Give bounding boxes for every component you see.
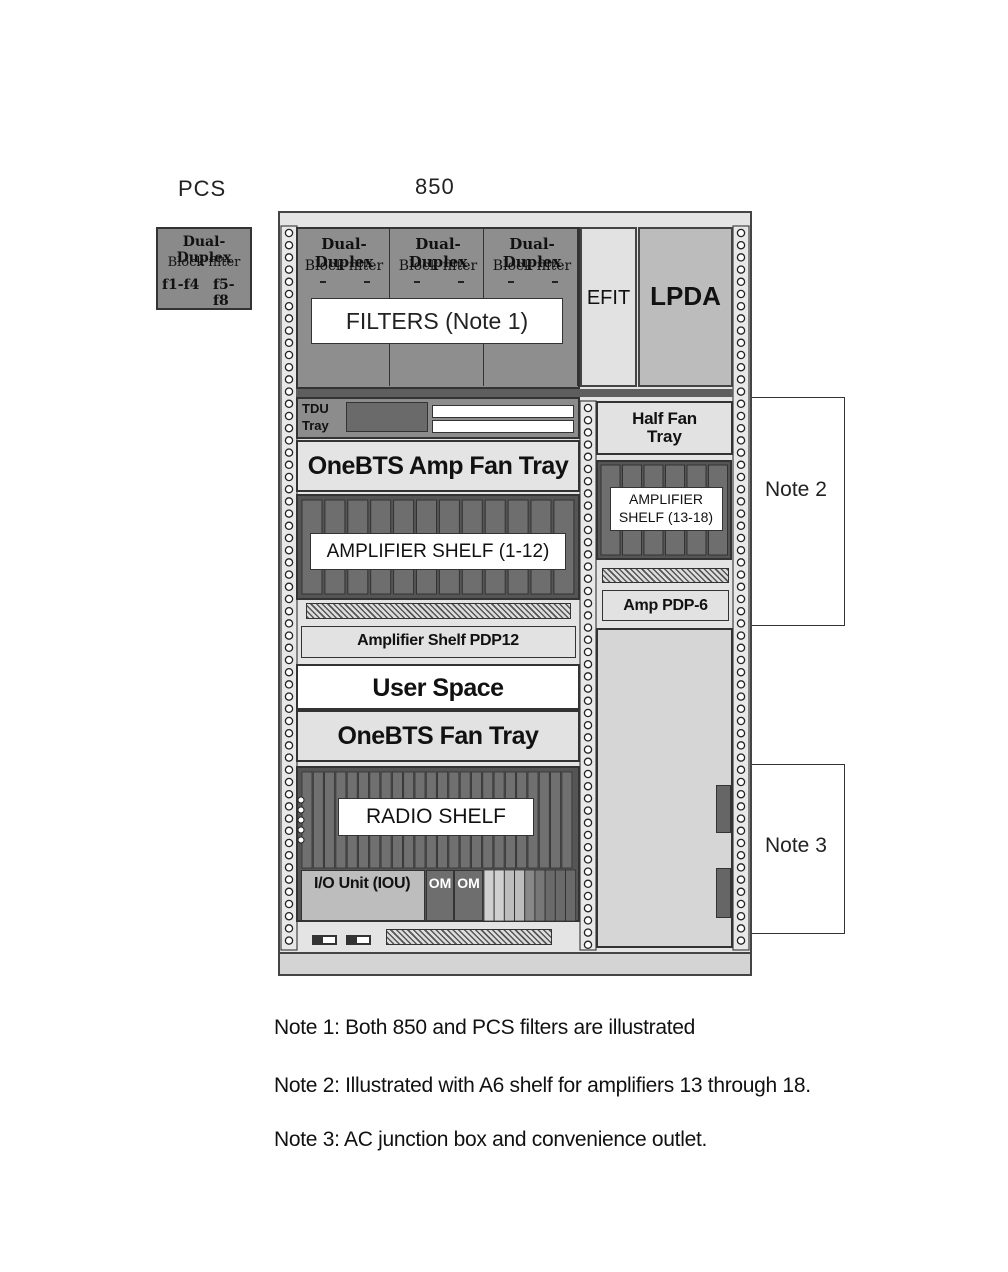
- amplifier-shelf-13-18-label: AMPLIFIER SHELF (13-18): [610, 487, 723, 531]
- dual-duplex-filter-subtitle: Block filter: [398, 258, 478, 274]
- amplifier-shelf-13-18-label-1: AMPLIFIER: [629, 491, 703, 507]
- pcs-header: PCS: [178, 176, 227, 201]
- amplifier-shelf-1-12-label: AMPLIFIER SHELF (1-12): [310, 533, 566, 570]
- convenience-outlet-1: [716, 785, 731, 833]
- efit-unit: EFIT: [580, 227, 637, 387]
- dual-duplex-filter-title: Dual-Duplex: [314, 235, 374, 271]
- pcs-filter-subtitle: Block filter: [167, 255, 241, 270]
- user-space: User Space: [296, 664, 580, 710]
- tdu-slot-1: [432, 405, 574, 418]
- dual-duplex-filter-subtitle: Block filter: [304, 258, 384, 274]
- amplifier-shelf-pdp12-label: Amplifier Shelf PDP12: [357, 632, 519, 649]
- filter-port-marks: [414, 281, 464, 283]
- filters-divider: [296, 389, 733, 397]
- power-switch-2: [346, 935, 371, 945]
- pcs-filter-range-2: f5-f8: [213, 277, 235, 309]
- pcs-block-filter: Dual-Duplex Block filter f1-f4 f5-f8: [156, 227, 252, 310]
- half-fan-tray-label-1: Half Fan: [632, 409, 697, 428]
- note2-callout-bracket: [752, 397, 845, 626]
- filters-label: FILTERS (Note 1): [311, 298, 563, 344]
- ac-junction-area: [596, 628, 733, 948]
- dual-duplex-filter-subtitle: Block filter: [492, 258, 572, 274]
- tdu-module: [346, 402, 428, 432]
- half-fan-tray-label-2: Tray: [647, 427, 682, 446]
- lpda-unit: LPDA: [638, 227, 733, 387]
- dual-duplex-filter-title: Dual-Duplex: [502, 235, 562, 271]
- filter-port-marks: [320, 281, 370, 283]
- band-850-header: 850: [415, 174, 455, 199]
- tdu-tray-label-2: Tray: [302, 418, 329, 433]
- amplifier-shelf-13-18-label-2: SHELF (13-18): [618, 509, 714, 525]
- pcs-filter-range-1: f1-f4: [162, 277, 200, 293]
- onebts-fan-tray: OneBTS Fan Tray: [296, 710, 580, 762]
- amplifier-shelf-pdp12: Amplifier Shelf PDP12: [301, 626, 576, 658]
- note-2: Note 2: Illustrated with A6 shelf for am…: [274, 1074, 811, 1097]
- lpda-label: LPDA: [650, 281, 721, 311]
- tdu-slot-2: [432, 420, 574, 433]
- tdu-tray: TDU Tray: [296, 397, 580, 439]
- convenience-outlet-2: [716, 868, 731, 918]
- half-fan-tray: Half Fan Tray: [596, 401, 733, 455]
- om-module-1-label: OM: [428, 875, 452, 891]
- note3-callout-label: Note 3: [765, 834, 827, 857]
- note-1: Note 1: Both 850 and PCS filters are ill…: [274, 1016, 696, 1039]
- amplifier-shelf-vent: [306, 603, 571, 619]
- amp-pdp6: Amp PDP-6: [602, 590, 729, 621]
- om-module-2: OM: [454, 870, 483, 921]
- radio-shelf-label: RADIO SHELF: [338, 798, 534, 836]
- amp-fan-tray: OneBTS Amp Fan Tray: [296, 440, 580, 492]
- efit-label: EFIT: [586, 287, 631, 309]
- bottom-vent: [386, 929, 552, 945]
- dual-duplex-filter-title: Dual-Duplex: [408, 235, 468, 271]
- tdu-tray-label-1: TDU: [302, 401, 329, 416]
- filter-port-marks: [508, 281, 558, 283]
- note3-callout-bracket: [752, 764, 845, 934]
- pcs-filter-title: Dual-Duplex: [176, 234, 232, 266]
- rack-base: [280, 952, 750, 974]
- io-unit-label: I/O Unit (IOU): [314, 875, 411, 892]
- om-module-2-label: OM: [457, 875, 480, 891]
- om-module-1: OM: [426, 870, 454, 921]
- note2-callout-label: Note 2: [765, 478, 827, 501]
- amp-pdp6-vent: [602, 568, 729, 583]
- io-unit: I/O Unit (IOU): [301, 870, 425, 921]
- note-3: Note 3: AC junction box and convenience …: [274, 1128, 708, 1151]
- power-switch-1: [312, 935, 337, 945]
